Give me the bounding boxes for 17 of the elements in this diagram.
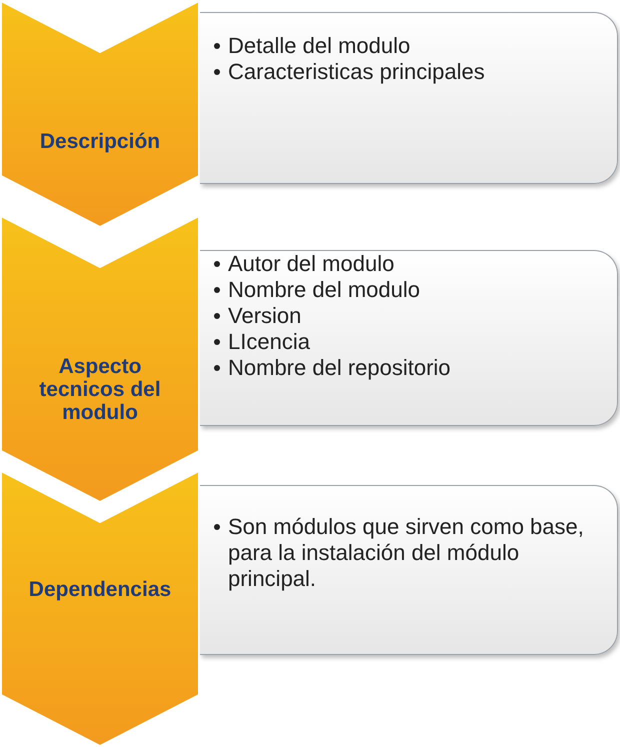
bullet-text: Nombre del repositorio bbox=[228, 355, 451, 381]
bullet-text: Autor del modulo bbox=[228, 251, 394, 277]
content-panel bbox=[200, 485, 618, 655]
content-panel bbox=[200, 12, 618, 184]
bullet-text: Nombre del modulo bbox=[228, 277, 420, 303]
chevron-shape bbox=[0, 0, 200, 228]
step-label: Dependencias bbox=[28, 578, 172, 602]
bullet-text: Detalle del modulo bbox=[228, 33, 410, 59]
bullet-text: Version bbox=[228, 303, 302, 329]
step-label: Aspecto tecnicos del modulo bbox=[38, 355, 162, 424]
bullet-text: Caracteristicas principales bbox=[228, 59, 485, 85]
bullet-text: Son módulos que sirven como base, para la instalación del módulo principal. bbox=[228, 514, 585, 592]
chevron-shape bbox=[0, 215, 200, 503]
content-panel bbox=[200, 250, 618, 426]
chevron-shape bbox=[0, 470, 200, 747]
bullet-text: LIcencia bbox=[228, 329, 310, 355]
step-label: Descripción bbox=[38, 130, 162, 154]
